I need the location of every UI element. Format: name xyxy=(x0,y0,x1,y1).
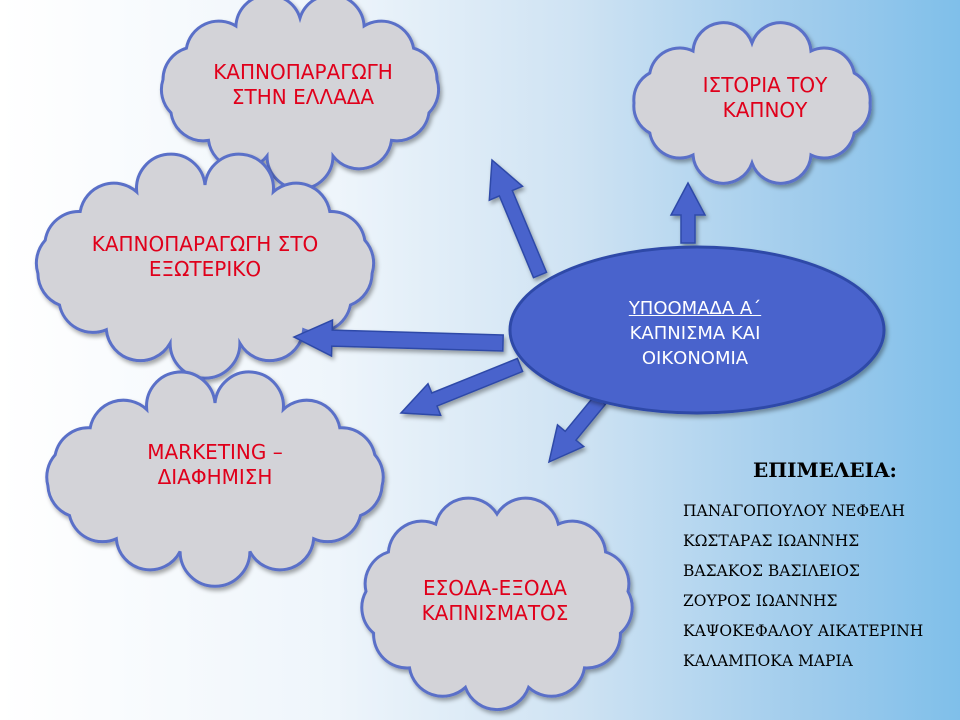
credits-block: ΕΠΙΜΕΛΕΙΑ: ΠΑΝΑΓΟΠΟΥΛΟΥ ΝΕΦΕΛΗ ΚΩΣΤΑΡΑΣ … xyxy=(683,458,955,676)
cloud-history-shape xyxy=(632,21,872,185)
cloud-greece-line2: ΣΤΗΝ ΕΛΛΑΔΑ xyxy=(231,85,375,109)
credits-name-5: ΚΑΛΑΜΠΟΚΑ ΜΑΡΙΑ xyxy=(683,652,853,670)
hub-ellipse xyxy=(508,245,886,415)
arrow-to-abroad xyxy=(292,318,504,358)
hub-line3: ΟΙΚΟΝΟΜΙΑ xyxy=(641,348,749,369)
cloud-history-line2: ΚΑΠΝΟΥ xyxy=(722,98,808,122)
cloud-marketing-line2: ΔΙΑΦΗΜΙΣΗ xyxy=(157,465,273,489)
credits-name-3: ΖΟΥΡΟΣ ΙΩΑΝΝΗΣ xyxy=(683,592,838,610)
credits-name-2: ΒΑΣΑΚΟΣ ΒΑΣΙΛΕΙΟΣ xyxy=(683,562,860,580)
cloud-trade-label: ΕΣΟΔΑ-ΕΞΟΔΑ ΚΑΠΝΙΣΜΑΤΟΣ xyxy=(385,576,605,626)
arrow-to-greece xyxy=(488,158,548,279)
cloud-history-label: ΙΣΤΟΡΙΑ ΤΟΥ ΚΑΠΝΟΥ xyxy=(660,73,870,123)
credits-name-0: ΠΑΝΑΓΟΠΟΥΛΟΥ ΝΕΦΕΛΗ xyxy=(683,502,906,520)
hub-line1: ΥΠΟΟΜΑΔΑ Α΄ xyxy=(628,298,762,319)
arrow-to-marketing xyxy=(399,357,524,417)
cloud-trade-line2: ΚΑΠΝΙΣΜΑΤΟΣ xyxy=(421,601,569,625)
cloud-greece-line1: ΚΑΠΝΟΠΑΡΑΓΩΓΗ xyxy=(213,60,393,84)
cloud-trade-line1: ΕΣΟΔΑ-ΕΞΟΔΑ xyxy=(423,576,567,600)
cloud-abroad-label: ΚΑΠΝΟΠΑΡΑΓΩΓΗ ΣΤΟ ΕΞΩΤΕΡΙΚΟ xyxy=(55,232,355,282)
arrow-to-trade xyxy=(547,394,607,464)
cloud-trade-shape xyxy=(360,496,634,712)
hub-line2: ΚΑΠΝΙΣΜΑ ΚΑΙ xyxy=(629,323,761,344)
cloud-abroad-line1: ΚΑΠΝΟΠΑΡΑΓΩΓΗ ΣΤΟ xyxy=(91,232,319,256)
cloud-history-line1: ΙΣΤΟΡΙΑ ΤΟΥ xyxy=(702,73,828,97)
credits-name-1: ΚΩΣΤΑΡΑΣ ΙΩΑΝΝΗΣ xyxy=(683,532,860,550)
cloud-abroad-line2: ΕΞΩΤΕΡΙΚΟ xyxy=(148,257,262,281)
cloud-marketing-label: MARKETING – ΔΙΑΦΗΜΙΣΗ xyxy=(95,440,335,490)
cloud-greece-label: ΚΑΠΝΟΠΑΡΑΓΩΓΗ ΣΤΗΝ ΕΛΛΑΔΑ xyxy=(178,60,428,110)
cloud-marketing-line1: MARKETING – xyxy=(147,440,283,464)
hub-label: ΥΠΟΟΜΑΔΑ Α΄ ΚΑΠΝΙΣΜΑ ΚΑΙ ΟΙΚΟΝΟΜΙΑ xyxy=(590,296,800,371)
cloud-abroad-shape xyxy=(34,152,376,380)
credits-heading: ΕΠΙΜΕΛΕΙΑ: xyxy=(753,458,897,482)
credits-name-4: ΚΑΨΟΚΕΦΑΛΟΥ ΑΙΚΑΤΕΡΙΝΗ xyxy=(683,622,924,640)
cloud-marketing-shape xyxy=(45,370,385,588)
arrow-to-history xyxy=(669,181,707,244)
